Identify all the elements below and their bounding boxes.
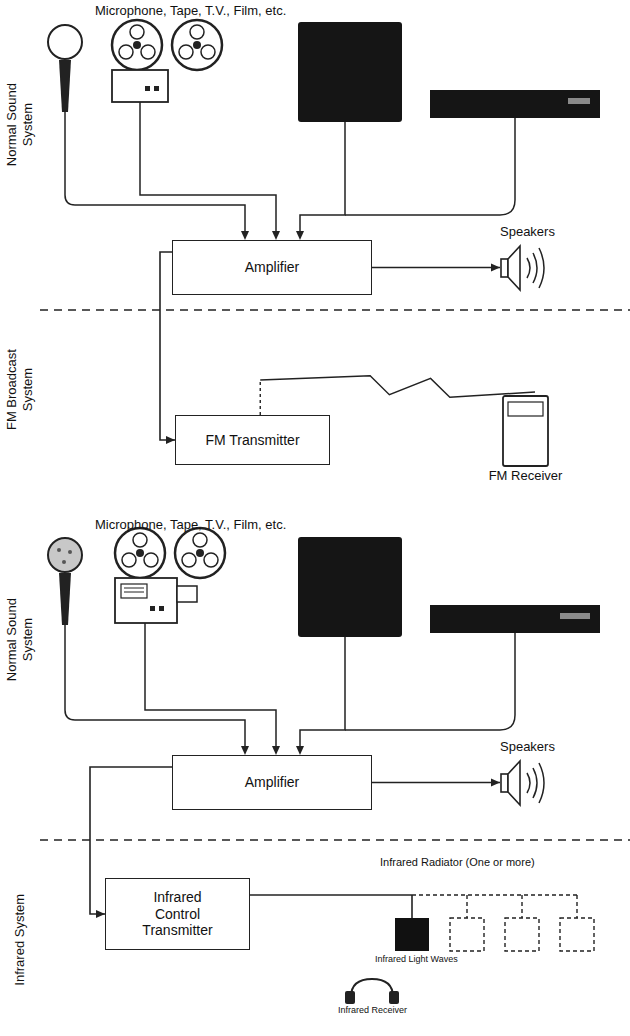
section-label: FM Broadcast System	[4, 344, 35, 436]
section-label: Normal Sound System	[4, 594, 35, 686]
speaker-node: Speakers	[500, 224, 578, 296]
receiver-label: Infrared Receiver	[330, 1005, 415, 1016]
optional-bus	[412, 894, 577, 895]
infrared-receiver-node: Infrared Receiver	[330, 975, 415, 1016]
section-label: Normal Sound System	[4, 79, 35, 171]
arrowhead	[491, 779, 500, 787]
fm-receiver-icon	[478, 392, 573, 468]
connector-line	[250, 894, 375, 896]
optional-radiator	[505, 918, 539, 951]
speaker-icon	[500, 240, 570, 296]
sound-wave	[533, 768, 537, 798]
tv-icon	[298, 22, 402, 122]
process-box: Amplifier	[172, 755, 372, 810]
sound-wave	[527, 773, 530, 793]
connector	[250, 895, 375, 896]
box-label: Amplifier	[245, 259, 299, 276]
optional-radiator	[560, 918, 594, 951]
radiator-heading: Infrared Radiator (One or more)	[375, 856, 600, 870]
radiator-drop	[411, 895, 413, 918]
headband	[351, 979, 393, 997]
sound-wave	[533, 253, 537, 283]
optional-drop	[576, 895, 577, 918]
source-arrowhead	[241, 231, 304, 240]
microphone-icon	[48, 25, 82, 112]
connector-line	[260, 380, 261, 415]
radiator-bus	[375, 894, 412, 896]
radiator-caption: Infrared Light Waves	[375, 954, 458, 965]
process-box: FM Transmitter	[175, 415, 330, 465]
receiver-body	[503, 396, 548, 466]
arrowhead	[166, 436, 175, 444]
source-caption: Microphone, Tape, T.V., Film, etc.	[95, 3, 286, 19]
section-divider	[40, 839, 630, 841]
microphone-icon	[48, 538, 82, 625]
speaker-label: Speakers	[500, 224, 578, 240]
source-wire	[65, 623, 515, 751]
tape-recorder-icon	[112, 20, 222, 102]
box-label: FM Transmitter	[205, 432, 299, 449]
speaker-cone	[508, 761, 520, 805]
ear-cup	[389, 991, 399, 1004]
connector	[372, 264, 500, 272]
tv-icon	[298, 537, 402, 637]
film-projector-icon	[115, 528, 225, 623]
source-wire	[65, 102, 515, 236]
sound-wave	[527, 258, 530, 278]
sound-wave	[539, 763, 544, 803]
receiver-panel	[508, 402, 543, 416]
radio-wave-line	[260, 376, 535, 397]
section-divider	[40, 309, 630, 311]
source-caption: Microphone, Tape, T.V., Film, etc.	[95, 517, 286, 533]
speaker-icon	[500, 755, 570, 811]
connector	[260, 376, 535, 415]
process-box: Amplifier	[172, 240, 372, 295]
section-label: Infrared System	[12, 894, 28, 986]
sound-wave	[539, 248, 544, 288]
ear-cup	[345, 991, 355, 1004]
arrowhead	[491, 264, 500, 272]
vcr-icon	[430, 90, 600, 118]
receiver-label: FM Receiver	[478, 468, 573, 484]
box-label: Amplifier	[245, 774, 299, 791]
source-arrowhead	[241, 746, 304, 755]
process-box: Infrared Control Transmitter	[105, 878, 250, 950]
box-label: Infrared Control Transmitter	[133, 889, 223, 939]
headphone-icon	[330, 975, 415, 1005]
infrared-radiator-node: Infrared Radiator (One or more) Infrared …	[375, 856, 600, 968]
connector-line	[372, 782, 500, 784]
speaker-node: Speakers	[500, 739, 578, 811]
optional-radiator	[450, 918, 484, 951]
vcr-icon	[430, 605, 600, 633]
arrowhead	[96, 910, 105, 918]
optional-drop	[521, 895, 522, 918]
radiator-unit	[395, 918, 429, 951]
speaker-magnet	[501, 774, 508, 792]
speaker-label: Speakers	[500, 739, 578, 755]
fm-receiver-node: FM Receiver	[478, 392, 573, 484]
infrared-radiator-icon	[375, 856, 600, 952]
connector-line	[372, 267, 500, 269]
optional-drop	[466, 895, 467, 918]
speaker-magnet	[501, 259, 508, 277]
connector	[372, 779, 500, 787]
speaker-cone	[508, 246, 520, 290]
